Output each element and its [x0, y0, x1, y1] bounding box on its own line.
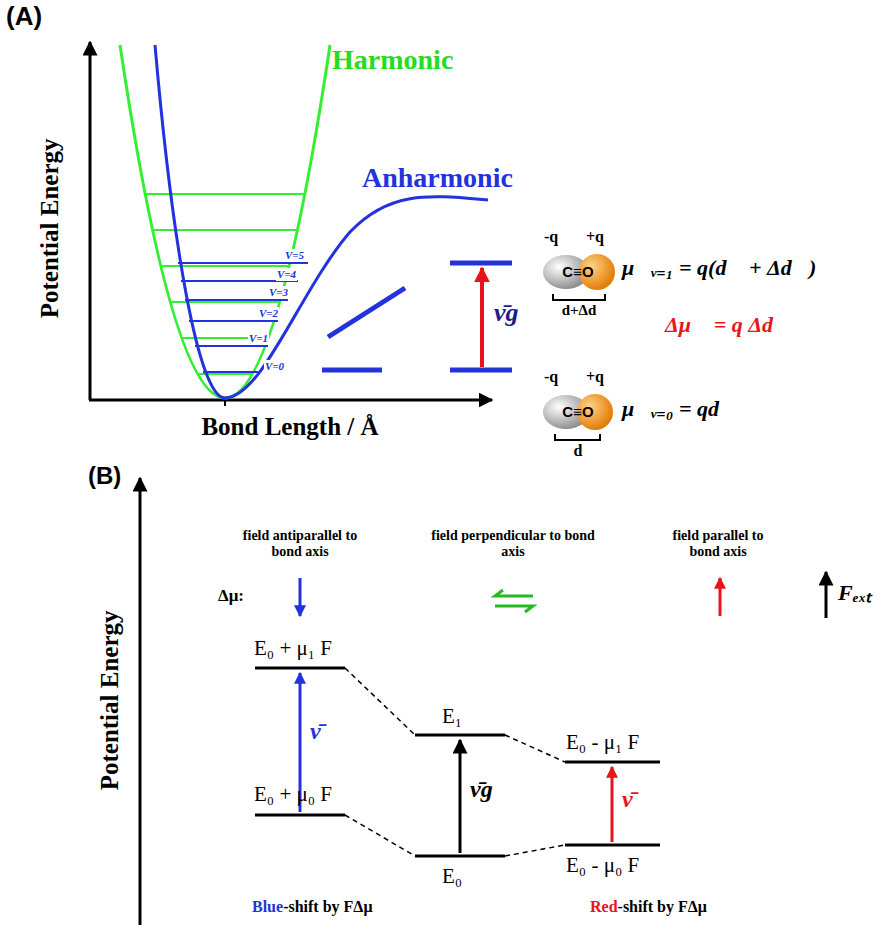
anharmonic-level [195, 345, 268, 347]
level-label: V=3 [268, 286, 289, 299]
level-label: V=2 [258, 307, 279, 320]
level-label: V=4 [276, 268, 297, 281]
energy-label: E₀ + μ₁ F [254, 636, 332, 660]
energy-level [255, 814, 345, 817]
level-label: V=5 [284, 249, 305, 262]
anharmonic-curve [155, 45, 488, 398]
energy-level [255, 667, 345, 670]
charge-label: -q [544, 228, 558, 246]
energy-label: E₀ - μ₁ F [566, 730, 639, 754]
dipole-arrow [299, 578, 302, 616]
charge-label: -q [544, 368, 558, 386]
energy-levels [255, 668, 660, 856]
transition-arrow [480, 268, 484, 367]
panel-label: (B) [88, 462, 121, 490]
harmonic-levels [145, 194, 305, 374]
shift-label: -shift by FΔμ [618, 898, 707, 916]
zoom-level [450, 368, 512, 373]
transition-arrow [611, 767, 614, 842]
y-axis [139, 478, 142, 925]
y-axis [89, 42, 92, 400]
dipole-arrow [495, 606, 533, 612]
energy-label: E₀ - μ₀ F [566, 853, 639, 877]
correlation-line [345, 668, 415, 735]
anharmonic-level [203, 371, 258, 373]
zoom-level [322, 368, 382, 373]
axis-title: Bond Length / Å [201, 413, 378, 442]
panel-label: (A) [6, 2, 42, 32]
curve-label: Anharmonic [362, 162, 513, 194]
energy-level [415, 855, 505, 858]
correlation-line [505, 735, 565, 762]
equation: Δμ⃗ = q Δd⃗ [665, 312, 790, 337]
charge-label: +q [586, 228, 604, 246]
anharmonic-level [189, 320, 278, 322]
axis-title: Potential Energy [96, 610, 125, 790]
axis-title: Potential Energy [36, 138, 65, 318]
harmonic-level [145, 193, 305, 195]
energy-label: E₀ + μ₀ F [254, 782, 332, 806]
anharmonic-level [185, 299, 288, 301]
bond-bracket [553, 294, 605, 300]
molecule-label: C≡O [562, 263, 593, 280]
field-label: Fₑₓₜ [838, 580, 871, 605]
frequency-label: ν̄g [494, 298, 519, 328]
energy-label: E₁ [442, 704, 462, 728]
correlation-lines [345, 668, 565, 856]
equation: μ⃗ᵥ₌₁ = q(d⃗ + Δd⃗) [622, 255, 816, 280]
field-label: field antiparallel to bond axis [235, 528, 365, 560]
field-label: field perpendicular to bond axis [428, 528, 598, 560]
equation: μ⃗ᵥ₌₀ = qd⃗ [622, 396, 736, 421]
curve-label: Harmonic [332, 44, 453, 76]
shift-label: Red [590, 898, 618, 916]
correlation-line [345, 815, 415, 856]
axis-tick [224, 400, 226, 406]
level-label: V=0 [264, 360, 285, 373]
harmonic-curve [120, 45, 330, 398]
frequency-label: ν̄ [310, 718, 321, 746]
dipole-arrow [495, 590, 533, 596]
bond-bracket [555, 434, 600, 440]
energy-level [565, 844, 660, 847]
molecule-label: C≡O [562, 403, 593, 420]
charge-label: +q [586, 368, 604, 386]
field-label: field parallel to bond axis [663, 528, 773, 560]
energy-label: E₀ [442, 864, 462, 888]
correlation-line [505, 845, 565, 856]
dipole-label: Δμ: [218, 586, 244, 606]
energy-level [565, 761, 660, 764]
field-arrow [825, 572, 828, 618]
shift-label: -shift by FΔμ [283, 898, 372, 916]
level-label: V=1 [248, 332, 269, 345]
frequency-label: ν̄g [470, 776, 493, 804]
shift-label: Blue [252, 898, 283, 916]
energy-level [415, 734, 505, 737]
distance-label: d+Δd [562, 302, 597, 319]
anharmonic-levels [178, 263, 308, 372]
frequency-label: ν̄ [622, 786, 633, 814]
x-axis [89, 399, 492, 402]
zoom-line [328, 288, 405, 337]
zoom-level [450, 261, 512, 266]
distance-label: d [574, 442, 583, 460]
anharmonic-level [178, 262, 308, 264]
dipole-arrow [719, 578, 722, 616]
transition-arrow [459, 740, 462, 853]
